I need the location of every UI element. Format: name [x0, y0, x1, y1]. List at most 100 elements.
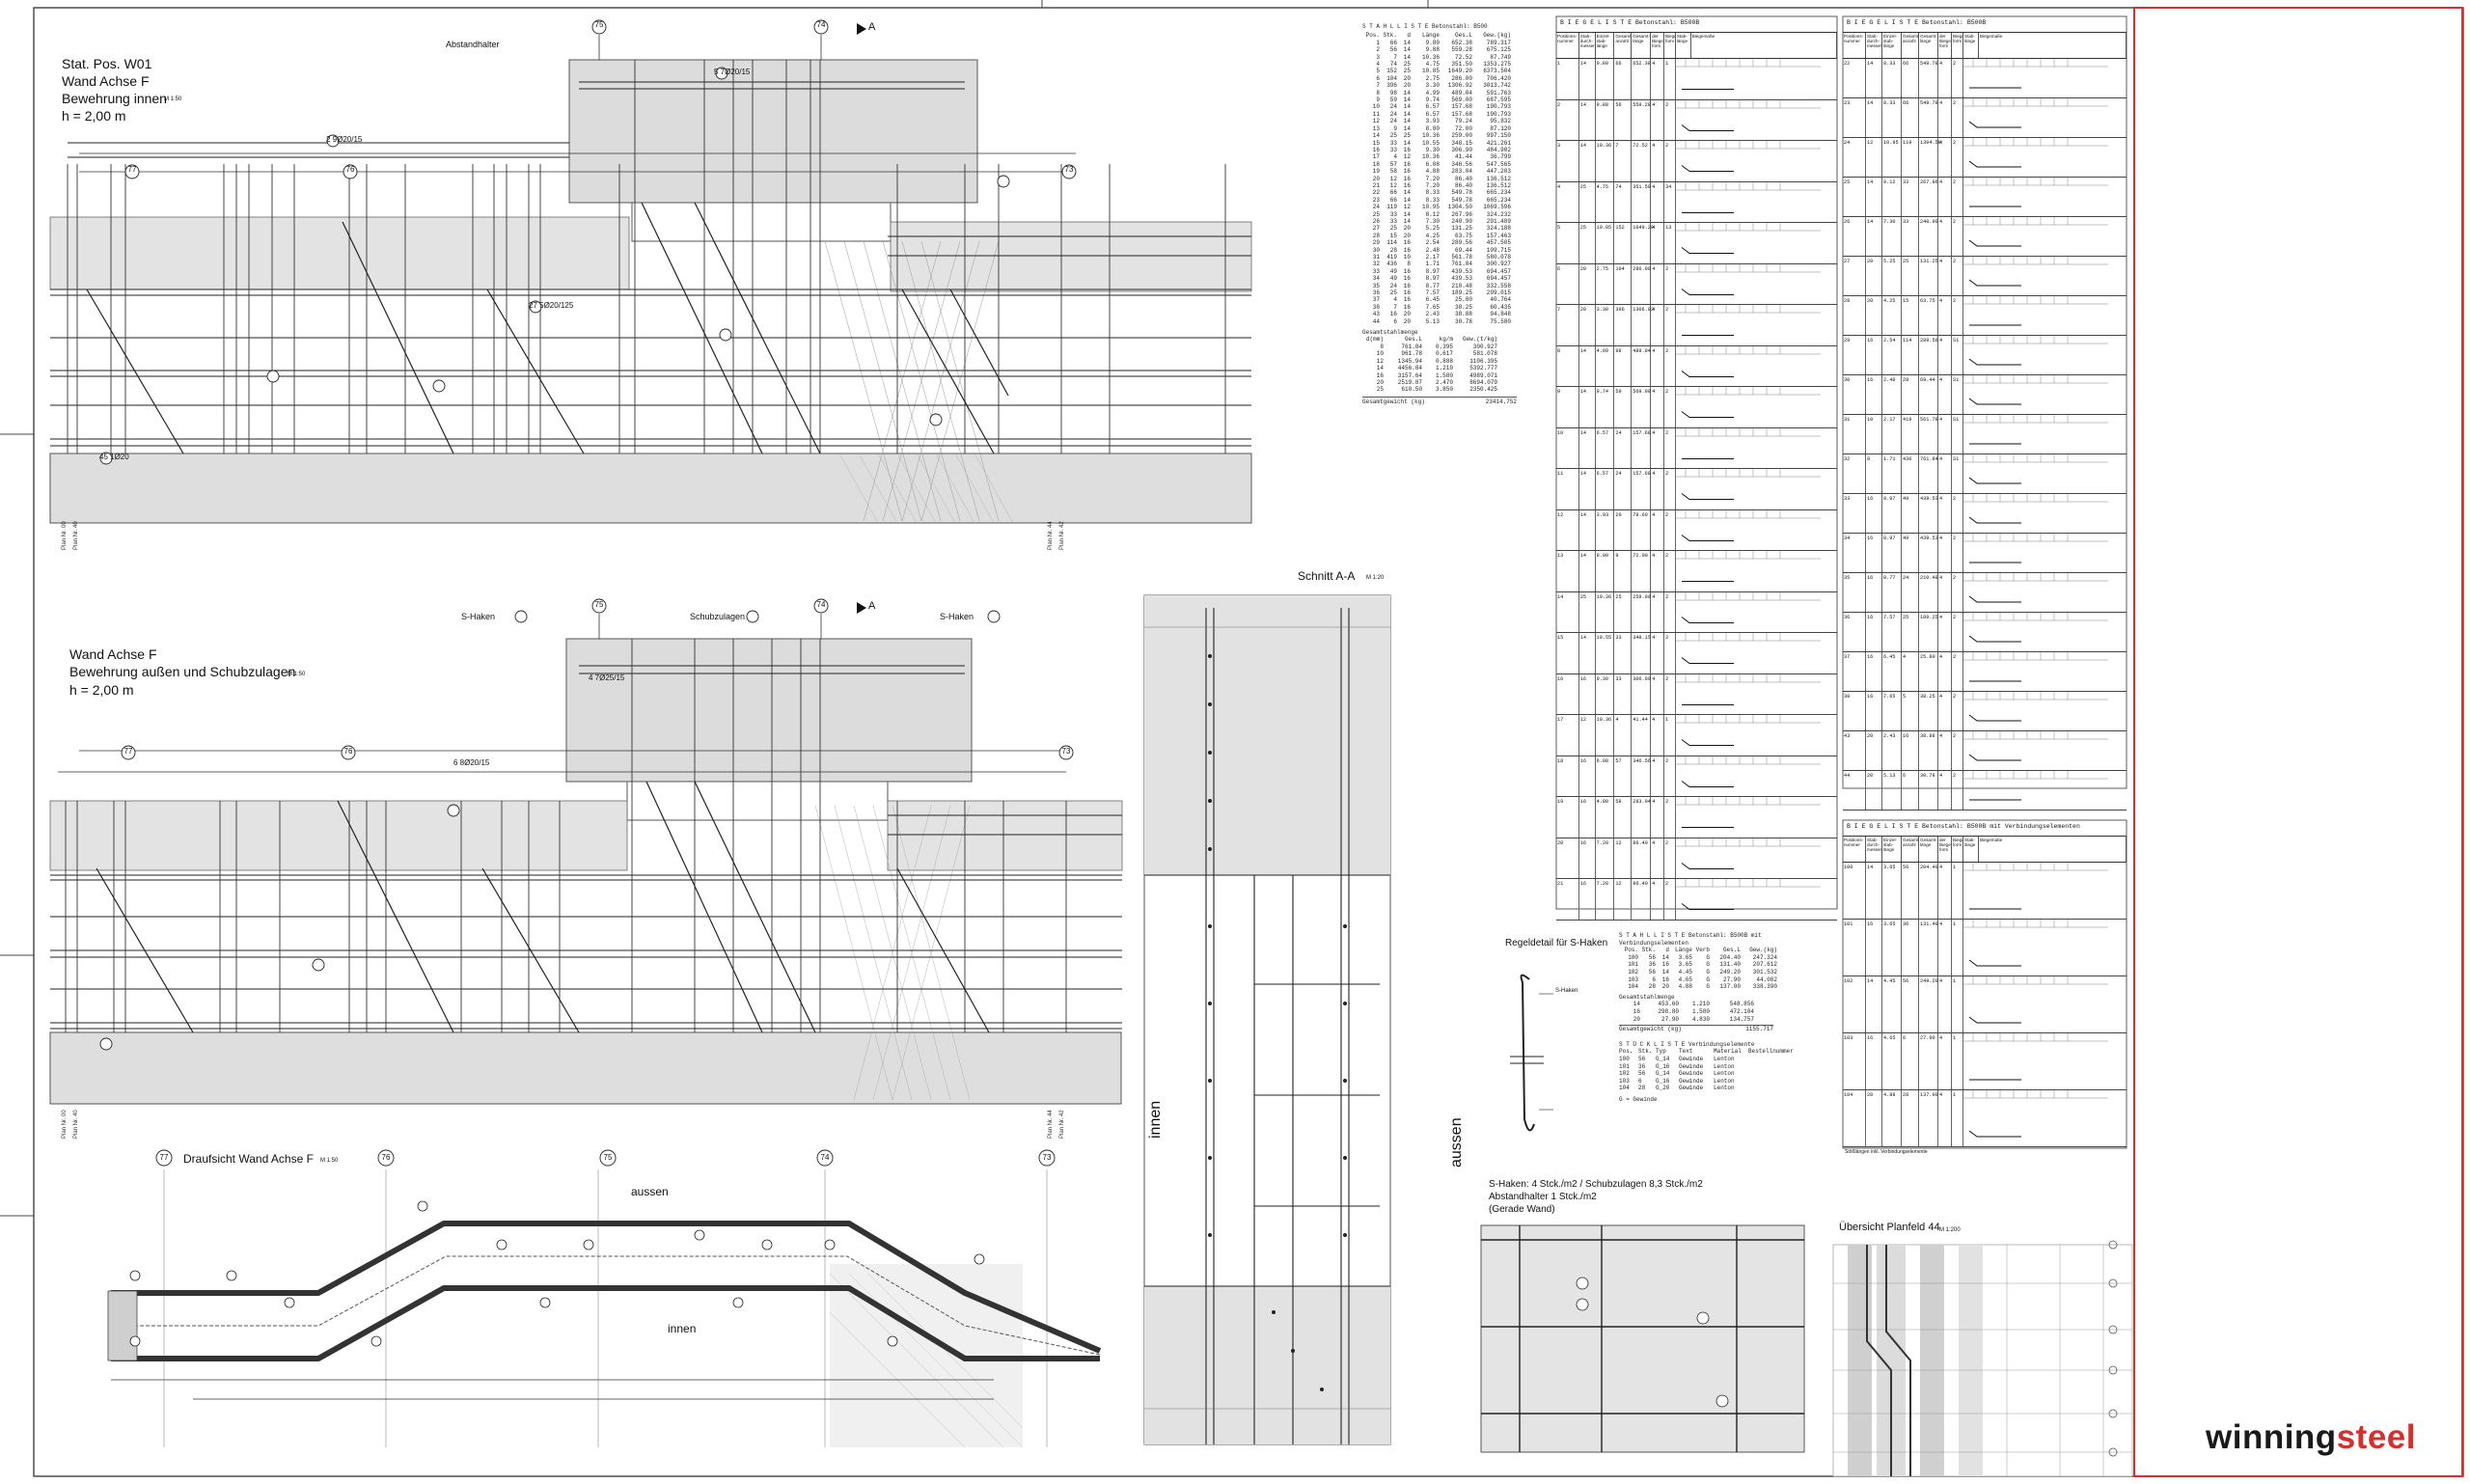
stahlliste-cell: 38: [1372, 303, 1380, 311]
biegeliste2-cell: 36: [1843, 613, 1866, 651]
stahlliste-cell: 2.54: [1425, 239, 1440, 247]
biegeliste3-cell: 56: [1902, 976, 1919, 1032]
stahlliste-cell: 8.33: [1425, 196, 1440, 204]
biegeliste1-cell: 4: [1651, 345, 1665, 386]
stahlliste-cell: 20: [1403, 232, 1411, 239]
biegeliste2-cell: 2: [1952, 178, 1963, 216]
biegeliste2-cell: 2: [1952, 731, 1963, 770]
biegeliste2-cell: 15: [1902, 296, 1919, 335]
biegeliste2-cell: 29: [1843, 336, 1866, 374]
stahlliste-cell: 16: [1403, 168, 1411, 176]
stahlliste-cell: 30: [1372, 246, 1380, 254]
stahlliste-cell: 49: [1389, 275, 1397, 283]
biegeliste2-cell: 38.25: [1919, 692, 1938, 730]
v3-axis-76: 76: [381, 1153, 391, 1162]
stahlliste-cell: 49: [1389, 267, 1397, 275]
biegeliste2-cell: 16: [1866, 573, 1882, 612]
stahlliste-cell: 1306.92: [1447, 82, 1472, 90]
biegeliste1-cell: 4: [1614, 715, 1633, 756]
stahlliste-cell: 87.120: [1490, 124, 1511, 132]
biegeliste1-cell: 15: [1556, 633, 1579, 673]
stahlliste-cell: 41.44: [1454, 153, 1472, 161]
biegeliste1-cell: 11: [1556, 469, 1579, 509]
stueckliste-cell: Gewinde: [1679, 1085, 1704, 1092]
biegeliste2-cell: 7.30: [1882, 217, 1902, 256]
stahlliste2-cell: 14: [1661, 968, 1669, 976]
biegeliste2-cell: 5: [1902, 692, 1919, 730]
bend-shape-icon: [1963, 731, 2108, 761]
stahlliste-cell: 15: [1389, 232, 1397, 239]
biegeliste2-bend-shape: [1963, 771, 2127, 810]
biegeliste3-cell: 14: [1866, 976, 1882, 1032]
bend-shape-icon: [1675, 673, 1821, 705]
biegeliste3-header-cell: der Biege-form: [1938, 837, 1952, 862]
stahlliste2-cell: 4.45: [1678, 968, 1692, 976]
bend-shape-icon: [1675, 99, 1821, 131]
biegeliste2-cell: S1: [1952, 336, 1963, 374]
stahlliste-cell: 24: [1372, 204, 1380, 211]
stahlliste-cell: 489.04: [1451, 89, 1472, 96]
stahlliste-cell: 20: [1403, 225, 1411, 233]
stahlliste-cell: 6: [1376, 74, 1380, 82]
stahlliste-cell: 447.203: [1486, 168, 1511, 176]
bend-shape-icon: [1963, 138, 2108, 168]
stahlliste-cell: 22: [1372, 189, 1380, 197]
stahlliste-cell: 12: [1403, 153, 1411, 161]
stueckliste-cell: 36: [1638, 1062, 1646, 1070]
stahlliste-cell: 119: [1386, 204, 1397, 211]
biegeliste1-cell: 4: [1651, 756, 1665, 796]
stahlliste2-header-cell: Verb: [1695, 947, 1710, 954]
biegeliste2-bend-shape: [1963, 652, 2127, 691]
stahlliste-cell: 299.015: [1486, 289, 1511, 297]
stahlliste-cell: 259.00: [1451, 132, 1472, 140]
stahlliste-cell: 72.52: [1454, 53, 1472, 61]
biegeliste3-header-cell: Biegemaße: [1979, 837, 2127, 862]
biegeliste2-cell: 37: [1843, 652, 1866, 691]
biegeliste1-cell: 58: [1614, 797, 1633, 838]
stahlliste-cell: 59: [1389, 96, 1397, 104]
stueckliste-cell: Lenton: [1714, 1085, 1735, 1092]
stahlliste-cell: 569.00: [1451, 96, 1472, 104]
stahlliste2-header-cell: Pos.: [1624, 947, 1638, 954]
biegeliste3-cell: 1: [1952, 1090, 1963, 1146]
biegeliste1-cell: 14: [1579, 469, 1596, 509]
stahlliste2-cell: 27.90: [1722, 976, 1741, 983]
biegeliste1-header-cell: Stab-durch-messer: [1579, 33, 1596, 58]
stahlliste-cell: 25: [1403, 61, 1411, 69]
bend-shape-icon: [1963, 296, 2108, 326]
stahlliste-cell: 7.30: [1425, 217, 1440, 225]
stueckliste-cell: G_14: [1656, 1070, 1670, 1078]
bend-shape-icon: [1675, 469, 1821, 500]
stahlliste-cell: 94.848: [1490, 311, 1511, 318]
biegeliste1-cell: 10: [1556, 427, 1579, 468]
stahlliste-cell: 24: [1389, 110, 1397, 118]
stahlliste-cell: 8.12: [1425, 210, 1440, 218]
biegeliste1-cell: 4.75: [1596, 181, 1615, 222]
biegeliste1-cell: 9.80: [1596, 59, 1615, 99]
stueckliste-cell: Lenton: [1714, 1055, 1735, 1062]
bend-shape-icon: [1963, 652, 2108, 682]
stahlliste-cell: 17: [1372, 153, 1380, 161]
stahlliste-cell: 190.793: [1486, 110, 1511, 118]
biegeliste1-cell: 348.15: [1632, 633, 1652, 673]
stahlliste-cell: 8.33: [1425, 189, 1440, 197]
stahlliste-summary-header-cell: kg/m: [1439, 336, 1453, 344]
biegeliste3-cell: 3.65: [1882, 863, 1902, 919]
biegeliste1-bend-shape: [1675, 838, 1837, 879]
stahlliste-header-cell: Ges.L: [1454, 32, 1472, 40]
